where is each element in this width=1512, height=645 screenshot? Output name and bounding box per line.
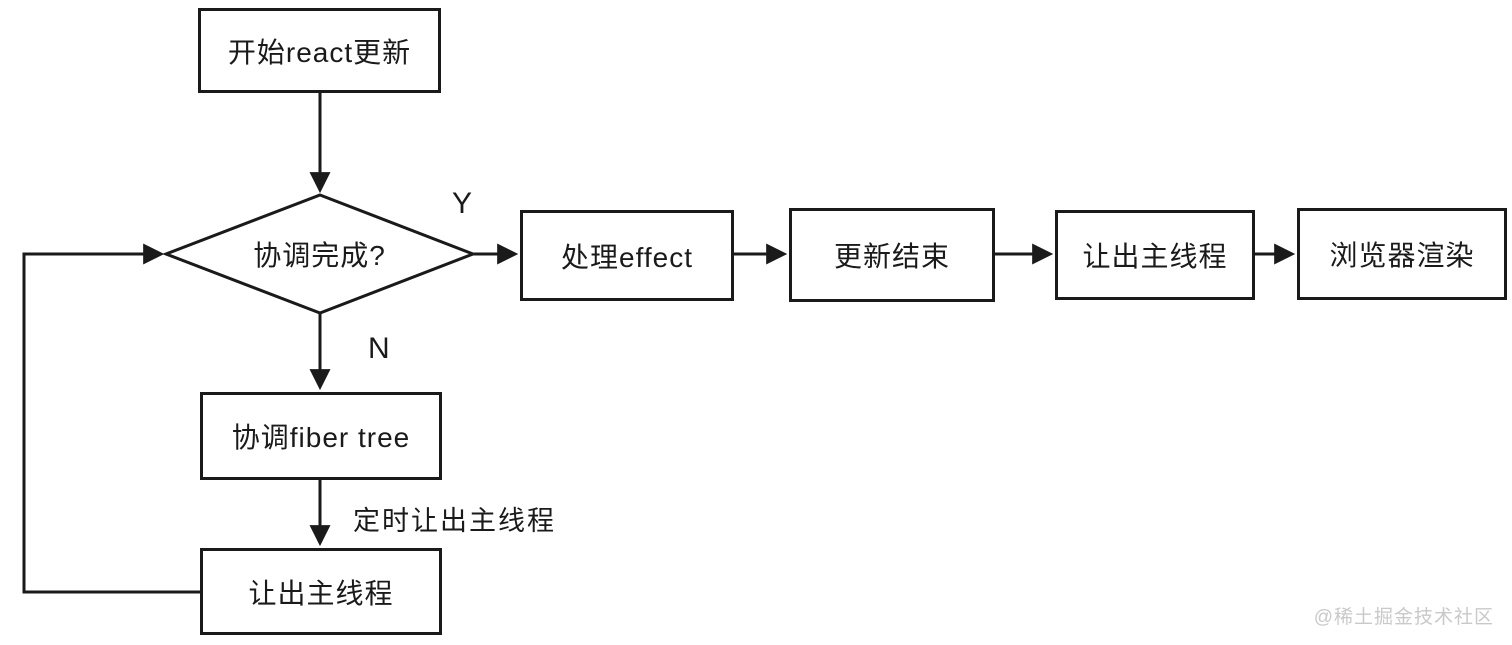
node-reconcile-fiber-tree: 协调fiber tree <box>200 392 442 480</box>
edge-label-no: N <box>368 332 390 365</box>
edge-loop-back-to-decision <box>22 243 200 594</box>
decision-diamond-shape <box>161 193 478 315</box>
edge-label-yes: Y <box>452 187 473 220</box>
node-yield-main-thread-bottom: 让出主线程 <box>200 548 442 635</box>
watermark-juejin-community: @稀土掘金技术社区 <box>1313 607 1494 628</box>
node-browser-render: 浏览器渲染 <box>1297 208 1507 300</box>
node-yield-main-thread-top: 让出主线程 <box>1055 210 1255 300</box>
node-update-end: 更新结束 <box>789 208 995 302</box>
edge-label-timed-yield: 定时让出主线程 <box>353 506 556 536</box>
node-start-react-update: 开始react更新 <box>198 8 441 93</box>
node-process-effect: 处理effect <box>520 210 734 301</box>
